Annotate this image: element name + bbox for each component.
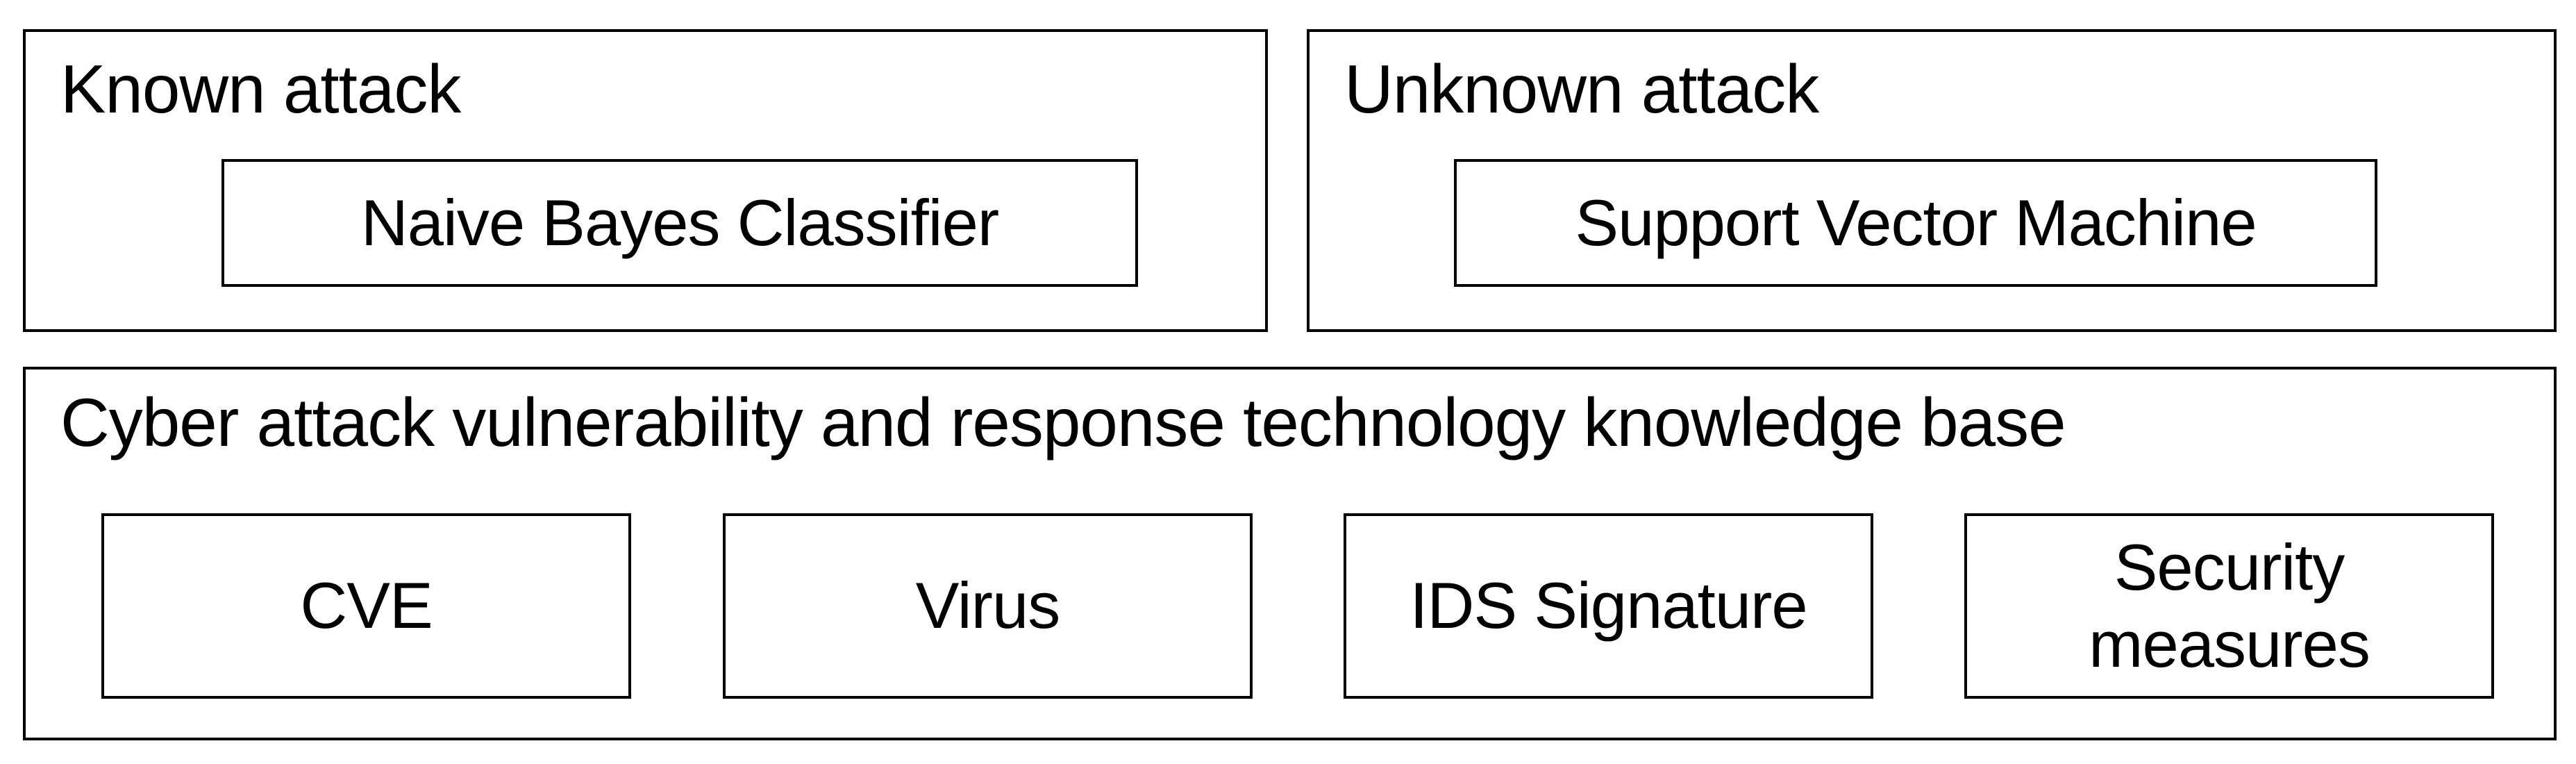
cve-label: CVE [300, 569, 433, 642]
known-attack-label: Known attack [60, 51, 461, 127]
ids-signature-label: IDS Signature [1410, 569, 1807, 642]
ids-signature-box: IDS Signature [1344, 513, 1873, 699]
known-attack-box: Known attack Naive Bayes Classifier [23, 29, 1268, 332]
virus-label: Virus [915, 569, 1060, 642]
virus-box: Virus [723, 513, 1253, 699]
naive-bayes-classifier-label: Naive Bayes Classifier [360, 185, 999, 259]
support-vector-machine-box: Support Vector Machine [1454, 159, 2377, 287]
unknown-attack-box: Unknown attack Support Vector Machine [1307, 29, 2557, 332]
cve-box: CVE [101, 513, 631, 699]
naive-bayes-classifier-box: Naive Bayes Classifier [221, 159, 1138, 287]
knowledge-base-title: Cyber attack vulnerability and response … [60, 384, 2066, 460]
support-vector-machine-label: Support Vector Machine [1575, 185, 2257, 259]
security-measures-label: Security measures [2089, 530, 2370, 681]
knowledge-base-box: Cyber attack vulnerability and response … [23, 367, 2557, 740]
unknown-attack-label: Unknown attack [1344, 51, 1819, 127]
security-measures-box: Security measures [1964, 513, 2494, 699]
